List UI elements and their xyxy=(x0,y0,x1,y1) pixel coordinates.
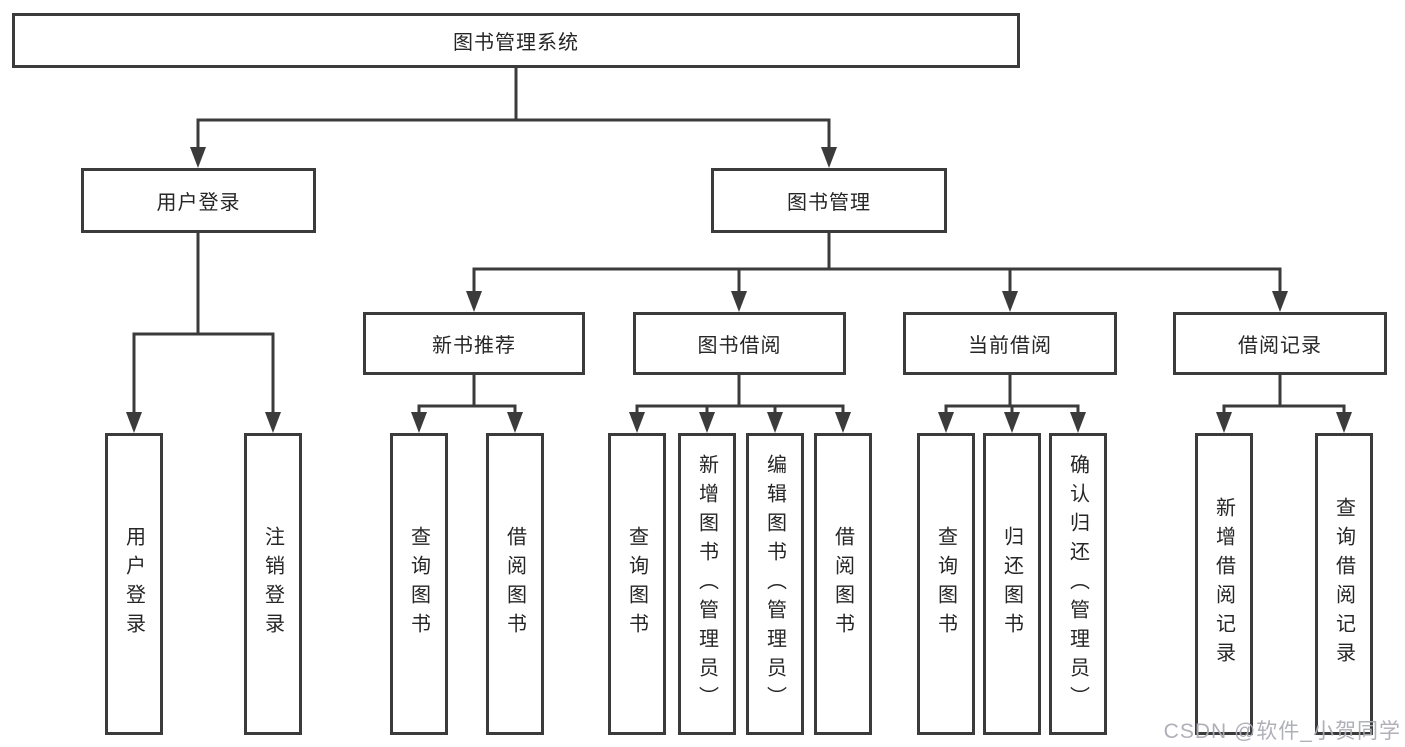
node-new-book-recommend: 新书推荐 xyxy=(363,312,585,375)
leaf-br-add-borrow-record: 新增借阅记录 xyxy=(1195,433,1253,735)
node-current-borrowing: 当前借阅 xyxy=(903,312,1117,375)
leaf-cb-return-books: 归还图书 xyxy=(983,433,1041,735)
connector-lines xyxy=(132,68,1346,414)
node-book-borrowing: 图书借阅 xyxy=(633,312,846,375)
leaf-bb-borrow-books: 借阅图书 xyxy=(814,433,872,735)
leaf-user-login: 用户登录 xyxy=(105,433,163,735)
node-book-management: 图书管理 xyxy=(711,168,947,233)
leaf-logout-login: 注销登录 xyxy=(244,433,302,735)
node-borrowing-records: 借阅记录 xyxy=(1173,312,1387,375)
node-user-login: 用户登录 xyxy=(81,168,316,233)
leaf-nbr-borrow-books: 借阅图书 xyxy=(486,433,544,735)
leaf-bb-add-books-admin: 新增图书（管理员） xyxy=(678,433,736,735)
watermark: CSDN @软件_小贺同学 xyxy=(1163,720,1401,743)
arrowheads xyxy=(126,147,1352,433)
node-root: 图书管理系统 xyxy=(12,13,1020,68)
leaf-nbr-query-books: 查询图书 xyxy=(390,433,448,735)
leaf-br-query-borrow-record: 查询借阅记录 xyxy=(1315,433,1373,735)
leaf-bb-edit-books-admin: 编辑图书（管理员） xyxy=(746,433,804,735)
leaf-bb-query-books: 查询图书 xyxy=(608,433,666,735)
leaf-cb-query-books: 查询图书 xyxy=(917,433,975,735)
leaf-cb-confirm-return-admin: 确认归还（管理员） xyxy=(1049,433,1107,735)
